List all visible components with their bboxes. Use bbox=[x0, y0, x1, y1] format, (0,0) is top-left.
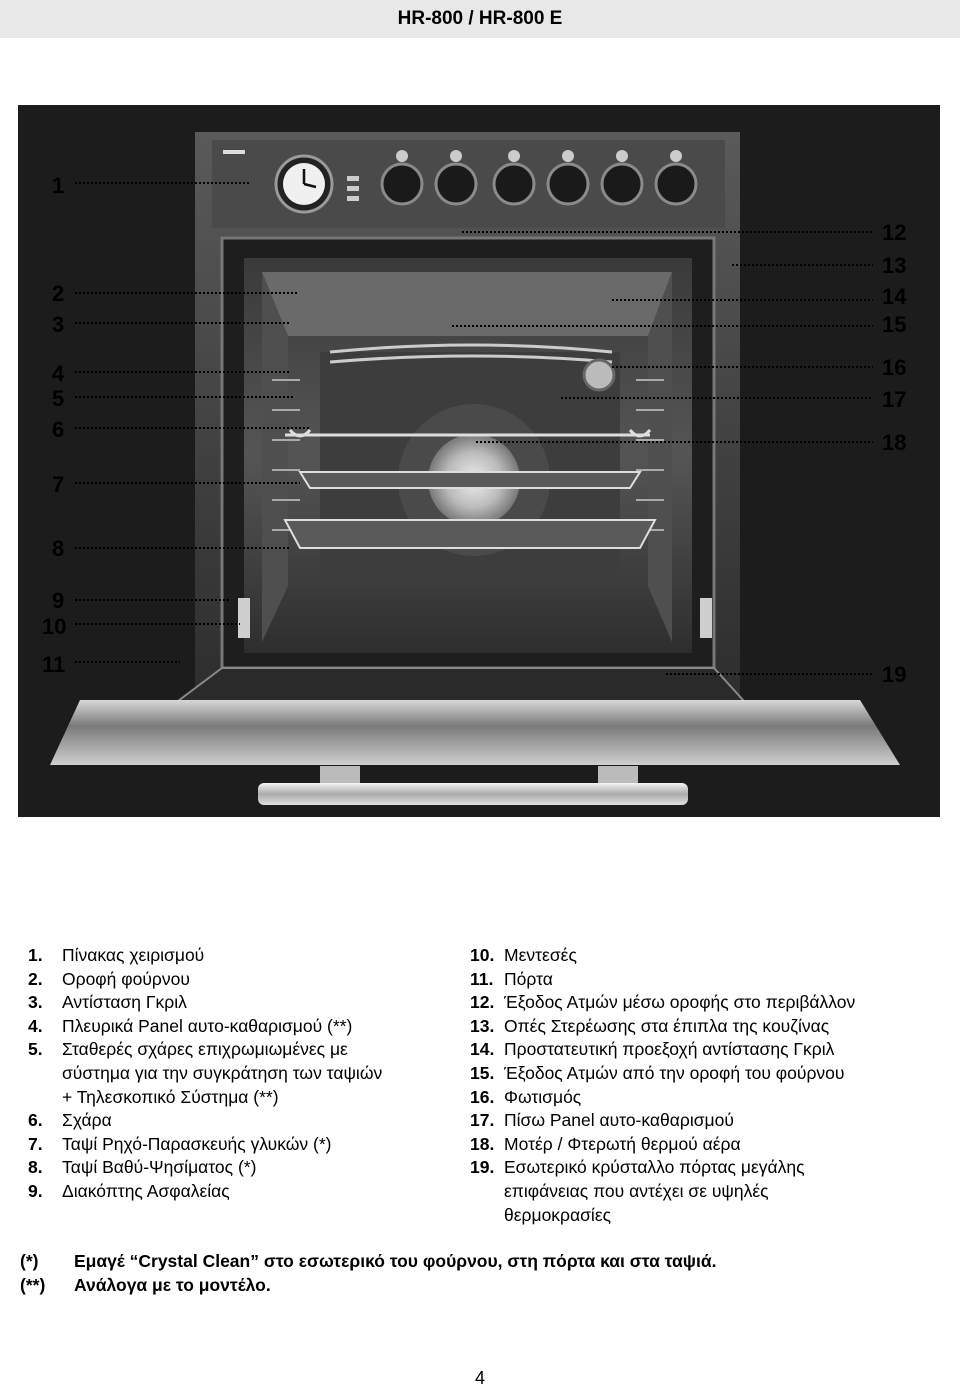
legend-item: 19.Εσωτερικό κρύσταλλο πόρτας μεγάλης bbox=[470, 1157, 805, 1178]
side-panel-right bbox=[648, 272, 672, 642]
legend-item: 4.Πλευρικά Panel αυτο-καθαρισμού (**) bbox=[28, 1015, 353, 1036]
knob-icon bbox=[600, 150, 644, 206]
legend-item: 3.Αντίσταση Γκριλ bbox=[28, 992, 187, 1013]
clock-icon bbox=[274, 154, 334, 214]
footnote: (*)Εμαγέ “Crystal Clean” στο εσωτερικό τ… bbox=[20, 1251, 717, 1271]
callout-number: 14 bbox=[882, 284, 907, 309]
callout-number: 2 bbox=[52, 281, 64, 306]
knob-icon bbox=[434, 150, 478, 206]
legend-item: 5.Σταθερές σχάρες επιχρωμιωμένες με bbox=[28, 1039, 348, 1060]
callout-number: 15 bbox=[882, 312, 906, 337]
hinge-icon bbox=[238, 598, 712, 638]
oven-ceiling bbox=[262, 272, 672, 336]
indicator-lights bbox=[347, 176, 359, 201]
callout-number: 8 bbox=[52, 536, 64, 561]
knob-icon bbox=[492, 150, 536, 206]
callout-number: 12 bbox=[882, 220, 906, 245]
legend-item: 13.Οπές Στερέωσης στα έπιπλα της κουζίνα… bbox=[470, 1015, 830, 1036]
deep-tray bbox=[283, 519, 657, 549]
callout-number: 7 bbox=[52, 472, 64, 497]
legend-item: 18.Μοτέρ / Φτερωτή θερμού αέρα bbox=[470, 1133, 741, 1154]
legend-item: 14.Προστατευτική προεξοχή αντίστασης Γκρ… bbox=[470, 1039, 835, 1060]
callout-number: 13 bbox=[882, 253, 906, 278]
callout-number: 16 bbox=[882, 355, 906, 380]
wire-rack bbox=[285, 428, 652, 438]
footnote: (**)Ανάλογα με το μοντέλο. bbox=[20, 1274, 271, 1295]
legend-item: 17.Πίσω Panel αυτο-καθαρισμού bbox=[470, 1110, 734, 1131]
control-knobs bbox=[380, 150, 698, 206]
legend-item: επιφάνειας που αντέχει σε υψηλές bbox=[504, 1180, 769, 1201]
leader-lines bbox=[75, 182, 873, 675]
legend-item: 8.Ταψί Βαθύ-Ψησίματος (*) bbox=[28, 1157, 257, 1178]
callout-number: 1 bbox=[52, 173, 64, 198]
side-panel-left bbox=[262, 272, 288, 642]
door-handle-mount-left bbox=[320, 766, 360, 786]
legend-item: 15.Έξοδος Ατμών από την οροφή του φούρνο… bbox=[470, 1062, 845, 1083]
light-icon bbox=[582, 358, 616, 392]
legend-item: 9.Διακόπτης Ασφαλείας bbox=[28, 1180, 230, 1201]
page-header: HR-800 / HR-800 E bbox=[0, 0, 960, 38]
legend-item: θερμοκρασίες bbox=[504, 1204, 612, 1225]
page-number: 4 bbox=[474, 1368, 485, 1388]
callouts-left: 1 2 3 4 5 6 7 8 9 10 11 bbox=[42, 173, 66, 677]
knob-icon bbox=[380, 150, 424, 206]
legend-right: 10.Μεντεσές 11.Πόρτα 12.Έξοδος Ατμών μέσ… bbox=[470, 944, 855, 1227]
callouts-right: 12 13 14 15 16 17 18 19 bbox=[882, 220, 907, 687]
callout-number: 11 bbox=[42, 652, 65, 677]
callout-number: 5 bbox=[52, 386, 64, 411]
knob-icon bbox=[546, 150, 590, 206]
legend-item: 7.Ταψί Ρηχό-Παρασκευής γλυκών (*) bbox=[28, 1133, 332, 1154]
legend-item: 10.Μεντεσές bbox=[470, 945, 577, 965]
callout-number: 10 bbox=[42, 614, 66, 639]
callout-number: 3 bbox=[52, 312, 64, 337]
legend-item: + Τηλεσκοπικό Σύστημα (**) bbox=[62, 1086, 279, 1107]
oven-diagram: 1 2 3 4 5 6 7 8 9 10 11 12 13 14 15 16 1… bbox=[18, 105, 940, 817]
legend-item: 16.Φωτισμός bbox=[470, 1086, 582, 1107]
callout-number: 19 bbox=[882, 662, 906, 687]
legend-item: 2.Οροφή φούρνου bbox=[28, 968, 190, 989]
legend-item: 1.Πίνακας χειρισμού bbox=[28, 945, 205, 965]
door-glass bbox=[50, 700, 900, 765]
door-handle bbox=[258, 783, 688, 805]
callout-number: 9 bbox=[52, 588, 64, 613]
callout-number: 18 bbox=[882, 430, 906, 455]
legend-item: 12.Έξοδος Ατμών μέσω οροφής στο περιβάλλ… bbox=[470, 992, 856, 1013]
grill-element-icon bbox=[329, 343, 613, 364]
brand-mark bbox=[223, 150, 245, 154]
knob-icon bbox=[654, 150, 698, 206]
callout-number: 6 bbox=[52, 417, 64, 442]
door-handle-mount-right bbox=[598, 766, 638, 786]
legend-item: 11.Πόρτα bbox=[470, 968, 553, 989]
legend-item: σύστημα για την συγκράτηση των ταψιών bbox=[62, 1062, 383, 1083]
legend-left: 1.Πίνακας χειρισμού 2.Οροφή φούρνου 3.Αν… bbox=[28, 944, 382, 1204]
shelf-rails bbox=[272, 379, 664, 531]
legend-item: 6.Σχάρα bbox=[28, 1110, 112, 1131]
footnotes: (*)Εμαγέ “Crystal Clean” στο εσωτερικό τ… bbox=[20, 1250, 716, 1297]
shallow-tray bbox=[298, 471, 642, 489]
page-title: HR-800 / HR-800 E bbox=[397, 8, 563, 29]
callout-number: 4 bbox=[52, 361, 65, 386]
callout-number: 17 bbox=[882, 387, 906, 412]
